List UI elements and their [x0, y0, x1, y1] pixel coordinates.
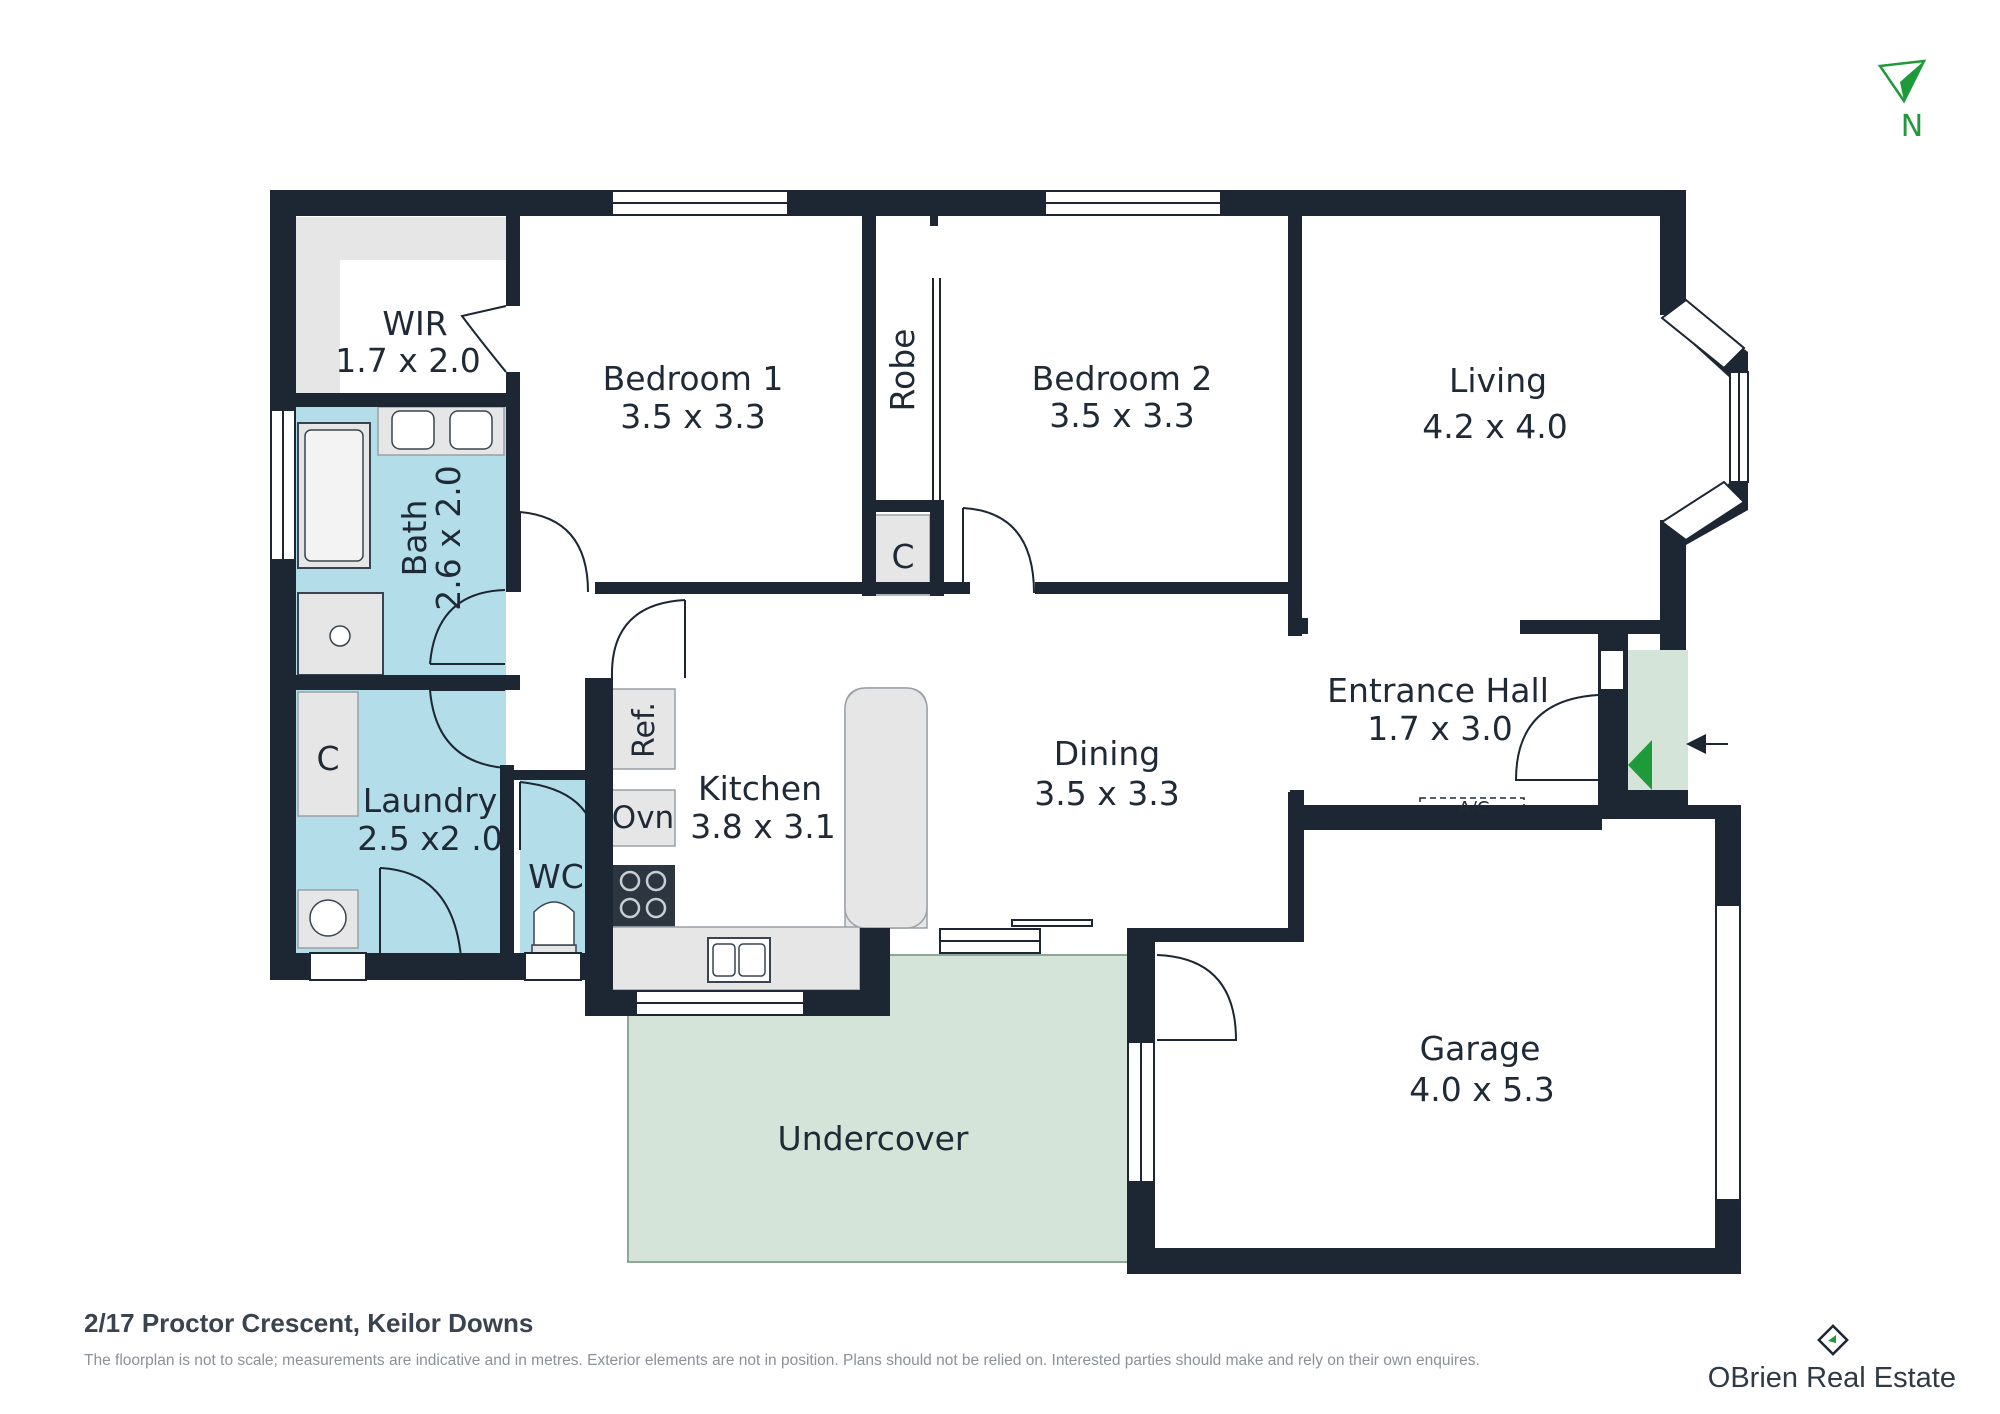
entrance-hall-label: Entrance Hall [1327, 671, 1549, 710]
laundry-cupboard-label: C [316, 739, 339, 778]
entrance-hall-size: 1.7 x 3.0 [1367, 709, 1512, 748]
entry-arrow-icon [1628, 740, 1652, 790]
bedroom2-size: 3.5 x 3.3 [1049, 396, 1194, 435]
shower-drain [329, 625, 351, 647]
agency-logo-icon [1817, 1324, 1849, 1356]
robe-label: Robe [883, 329, 922, 412]
cooktop-burner [645, 897, 667, 919]
entry-indicator-icon [1686, 734, 1706, 754]
laundry-label: Laundry [363, 781, 497, 820]
cooktop-burner [619, 897, 641, 919]
wir-shelving [296, 217, 506, 393]
living-size: 4.2 x 4.0 [1422, 407, 1567, 446]
bedroom1-size: 3.5 x 3.3 [620, 397, 765, 436]
wir-label: WIR [382, 304, 447, 343]
ac-unit [1419, 797, 1525, 817]
kitchen-size: 3.8 x 3.1 [690, 807, 835, 846]
hall-cupboard-label: C [891, 537, 914, 576]
bedroom1-label: Bedroom 1 [603, 359, 784, 398]
cooktop [612, 865, 675, 927]
ref-label: Ref. [627, 702, 662, 758]
ac-label: A/C [1459, 798, 1490, 819]
toilet-bowl [533, 901, 575, 946]
bathtub-inner [304, 429, 364, 562]
ovn-label: Ovn [612, 800, 674, 836]
property-address: 2/17 Proctor Crescent, Keilor Downs [84, 1308, 534, 1338]
bath-label: Bath [395, 500, 434, 577]
basin [449, 410, 493, 450]
undercover-label: Undercover [778, 1119, 969, 1158]
bedroom2-label: Bedroom 2 [1032, 359, 1213, 398]
island-bench [844, 687, 928, 929]
living-label: Living [1449, 361, 1547, 400]
wc-label: WC [528, 857, 584, 896]
garage-label: Garage [1420, 1029, 1541, 1068]
garage-size: 4.0 x 5.3 [1409, 1070, 1554, 1109]
laundry-tub-bowl [309, 899, 347, 937]
dining-size: 3.5 x 3.3 [1034, 774, 1179, 813]
entry-porch-fill [1628, 650, 1688, 805]
dining-label: Dining [1054, 734, 1161, 773]
compass-label: N [1901, 109, 1923, 144]
doors [379, 278, 1599, 1041]
bath-size: 2.6 x 2.0 [429, 465, 468, 610]
agency-name: OBrien Real Estate [1707, 1362, 1956, 1394]
wir-size: 1.7 x 2.0 [335, 341, 480, 380]
oven [611, 789, 676, 847]
laundry-size: 2.5 x2 .0 [357, 819, 502, 858]
kitchen-label: Kitchen [698, 769, 822, 808]
basin [391, 410, 435, 450]
cooktop-burner [619, 870, 641, 892]
north-compass-icon: N [1877, 59, 1927, 144]
windows [270, 190, 1749, 1201]
laundry-cupboard [297, 691, 359, 817]
cooktop-burner [645, 870, 667, 892]
disclaimer-text: The floorplan is not to scale; measureme… [84, 1352, 1480, 1369]
sink-bowl [712, 943, 736, 977]
sink-bowl [738, 943, 766, 977]
